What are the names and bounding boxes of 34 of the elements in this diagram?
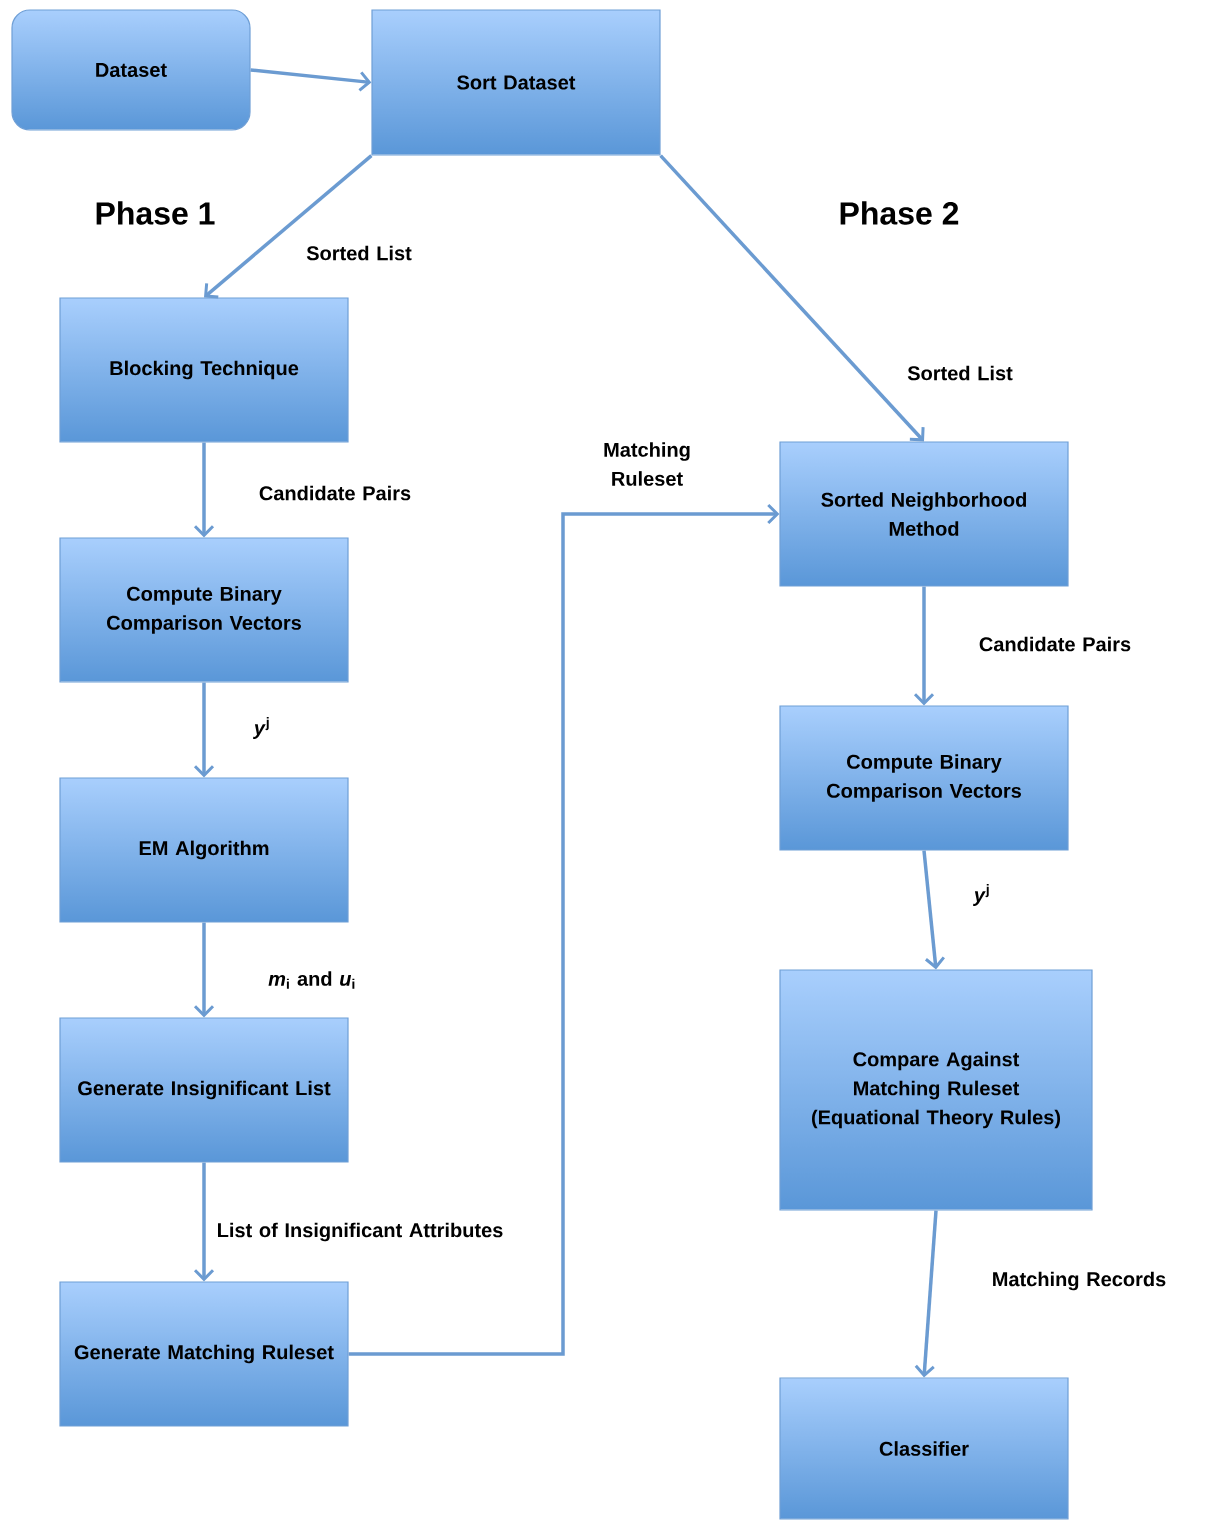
arrow xyxy=(193,1162,215,1282)
process-box: Generate Insignificant List xyxy=(59,1017,349,1163)
arrow xyxy=(914,1210,938,1378)
edge-label: Candidate Pairs xyxy=(979,636,1131,652)
process-box: Sort Dataset xyxy=(371,9,661,156)
process-box: Compare Against Matching Ruleset (Equational Theory Rules) xyxy=(779,969,1093,1211)
edge-label: Matching Records xyxy=(993,1271,1166,1291)
arrow xyxy=(193,442,215,538)
edge-label: List of Insignificant Attributes xyxy=(218,1222,503,1242)
arrow xyxy=(193,922,215,1018)
phase-heading: Phase 1 xyxy=(96,201,215,225)
arrow xyxy=(913,586,935,706)
edge-label: y$^{j}$ xyxy=(973,884,989,906)
arrow xyxy=(250,68,372,92)
edge-label: Sorted List xyxy=(306,245,412,261)
arrow xyxy=(922,850,945,970)
process-box: Compute Binary Comparison Vectors xyxy=(779,705,1069,851)
arrow xyxy=(204,154,373,299)
process-box: Blocking Technique xyxy=(59,297,349,443)
process-box: Sorted Neighborhood Method xyxy=(779,441,1069,587)
edge-label: Matching Ruleset xyxy=(604,442,690,486)
process-box: Classifier xyxy=(779,1377,1069,1520)
process-box: Compute Binary Comparison Vectors xyxy=(59,537,349,683)
process-box: EM Algorithm xyxy=(59,777,349,923)
arrow xyxy=(659,154,925,442)
edge-label: y$^{j}$ xyxy=(253,717,269,739)
edge-label: m$_{i}$ and u$_{i}$ xyxy=(268,971,355,989)
process-box: Generate Matching Ruleset xyxy=(59,1281,349,1427)
arrow xyxy=(193,682,215,778)
edge-label: Sorted List xyxy=(907,365,1013,381)
edge-label: Candidate Pairs xyxy=(259,485,411,501)
phase-heading: Phase 2 xyxy=(840,201,959,225)
start-box: Dataset xyxy=(11,9,251,131)
arrow xyxy=(348,503,780,1356)
